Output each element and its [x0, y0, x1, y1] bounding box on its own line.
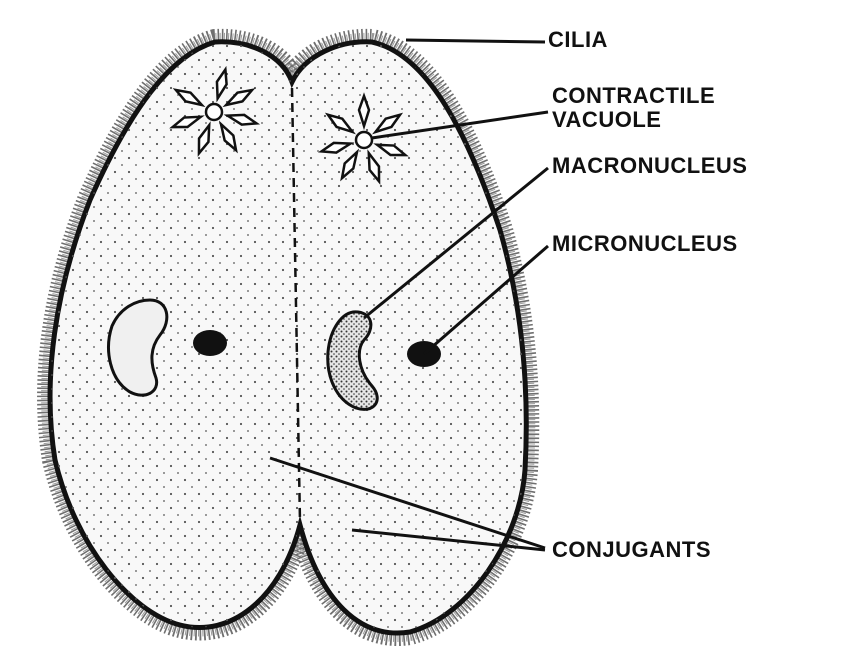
label-contractile-vacuole-line2: VACUOLE [552, 108, 661, 132]
label-micronucleus: MICRONUCLEUS [552, 232, 738, 256]
label-conjugants: CONJUGANTS [552, 538, 711, 562]
leader-line-cilia [406, 40, 545, 42]
label-macronucleus: MACRONUCLEUS [552, 154, 747, 178]
micronucleus-left [193, 330, 227, 356]
label-cilia: CILIA [548, 28, 608, 52]
label-contractile-vacuole-line1: CONTRACTILE [552, 84, 715, 108]
